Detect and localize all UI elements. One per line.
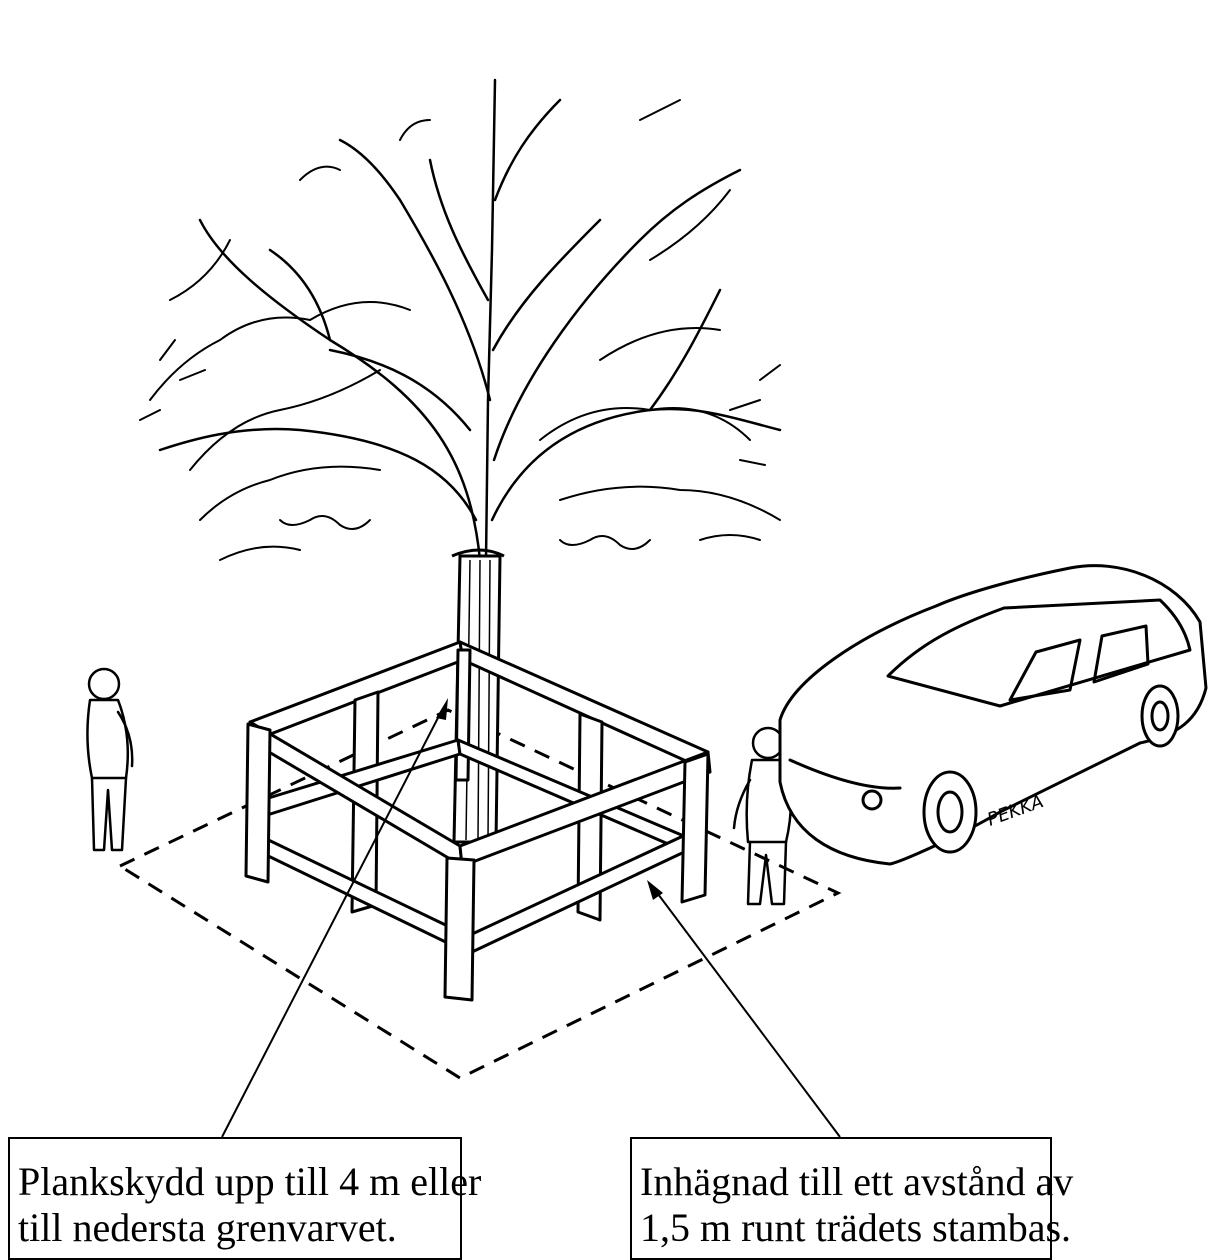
callout-enclosure-distance: Inhägnad till ett avstånd av 1,5 m runt … xyxy=(630,1137,1052,1260)
enclosure-post-front-left xyxy=(246,724,270,882)
enclosure-post-back xyxy=(456,650,470,780)
callout-enclosure-distance-line1: Inhägnad till ett avstånd av xyxy=(640,1159,1050,1205)
callout-plank-protection-line1: Plankskydd upp till 4 m eller xyxy=(18,1159,460,1205)
pointer-line-enclosure xyxy=(655,890,840,1137)
person-left xyxy=(87,669,132,850)
enclosure-post-front xyxy=(445,858,474,1000)
car-front-wheel xyxy=(924,772,976,852)
enclosure-post-front-right xyxy=(682,754,708,902)
car-rear-wheel xyxy=(1142,686,1178,746)
callout-plank-protection-line2: till nedersta grenvarvet. xyxy=(18,1205,460,1251)
tree-canopy-foliage xyxy=(140,100,780,560)
callout-enclosure-distance-line2: 1,5 m runt trädets stambas. xyxy=(640,1205,1050,1251)
callout-plank-protection: Plankskydd upp till 4 m eller till neder… xyxy=(8,1137,462,1260)
tree-branches xyxy=(160,80,780,560)
pointer-arrowhead-plank-protection xyxy=(436,698,448,720)
